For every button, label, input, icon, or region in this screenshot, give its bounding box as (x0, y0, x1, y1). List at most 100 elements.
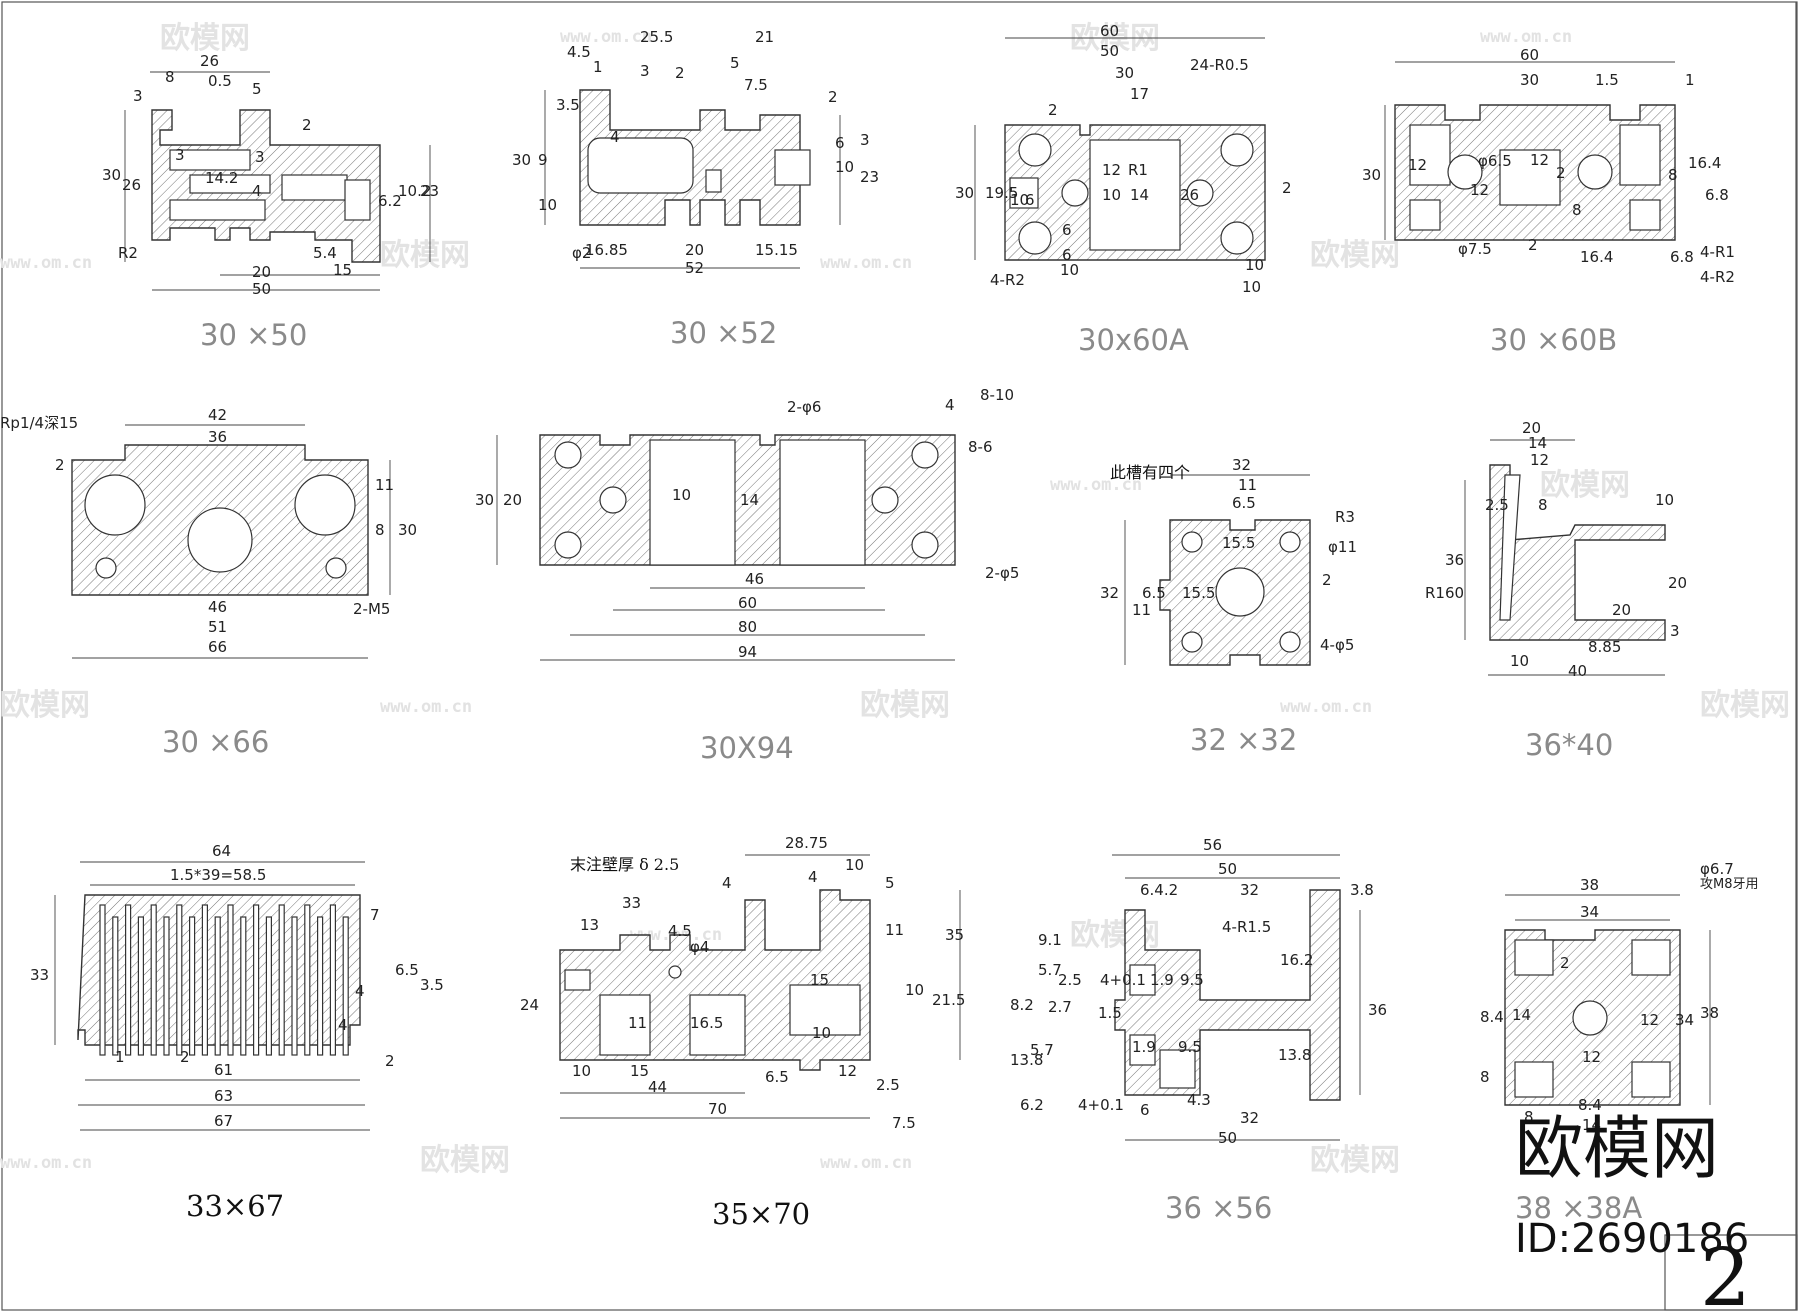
profile-caption: 30X94 (700, 731, 794, 765)
dim-label: 1 (1685, 71, 1695, 89)
dim-label: 20 (1522, 419, 1541, 437)
page-number: 2 (1700, 1231, 1751, 1313)
dim-label: 21.5 (932, 991, 965, 1009)
dim-label: 8 (1668, 166, 1678, 184)
dim-label: 4.5 (668, 922, 692, 940)
profile-bore (1279, 631, 1301, 653)
dim-label: Rp1/4深15 (0, 414, 78, 432)
dim-label: 3 (255, 148, 265, 166)
dim-label: 14 (1528, 434, 1547, 452)
profile-38x38a: φ6.7 攻M8牙用 38 34 2 8.4 14 12 34 38 12 8 … (1480, 860, 1759, 1225)
watermark-url: www.om.cn (380, 697, 472, 717)
profile-36x56: 56 50 6.4.2 32 3.8 4-R1.5 9.1 5.7 2.5 4+… (1010, 836, 1387, 1225)
profile-35x70: 末注壁厚 δ 2.5 28.75 4 4 10 5 33 13 4.5 φ4 1… (520, 834, 965, 1231)
profile-caption: 30 ×60B (1490, 323, 1617, 357)
dim-label: φ11 (1328, 538, 1357, 556)
dim-label: 1.5*39=58.5 (170, 866, 266, 884)
dim-label: 4-R1 (1700, 243, 1735, 261)
dim-label: 13.8 (1010, 1051, 1043, 1069)
fin-slot (99, 904, 106, 1056)
fin-slot (304, 904, 311, 1056)
dim-label: 1.9 (1132, 1038, 1156, 1056)
dim-label: 4-φ5 (1320, 636, 1354, 654)
profile-slot (1514, 939, 1554, 976)
dim-label: 2 (302, 116, 312, 134)
fin-slot (124, 904, 132, 1056)
watermark-text: 欧模网 (0, 688, 90, 723)
title-block-corner (1664, 1234, 1798, 1311)
dim-label: 6.5 (395, 961, 419, 979)
dim-label: 26 (1180, 186, 1199, 204)
dim-label: 2-φ6 (787, 398, 821, 416)
fin-slot (291, 916, 298, 1056)
dim-label: 21 (755, 28, 774, 46)
profile-bore (1186, 179, 1214, 207)
profile-slot (169, 199, 266, 221)
dim-label: 6 (1140, 1101, 1150, 1119)
profile-bore (294, 474, 356, 536)
dim-label: 10 (1010, 191, 1029, 209)
dim-label: 12 (838, 1062, 857, 1080)
dim-label: 2.5 (1485, 496, 1509, 514)
dim-label: 30 (1520, 71, 1539, 89)
dim-label: 60 (738, 594, 757, 612)
dim-label: 16.4 (1580, 248, 1613, 266)
profile-bore (599, 486, 627, 514)
dim-label: 7.5 (892, 1114, 916, 1132)
dim-label: 15.5 (1182, 584, 1215, 602)
profile-bore (1279, 531, 1301, 553)
brand-id: ID:2690186 (1515, 1216, 1749, 1262)
dim-label: 4 (355, 982, 365, 1000)
dim-label: 13.8 (1278, 1046, 1311, 1064)
profile-slot (1619, 124, 1661, 186)
dim-label: φ6.7 (1700, 860, 1734, 878)
profile-caption: 35×70 (712, 1197, 810, 1231)
profile-bore (1220, 221, 1254, 255)
dim-label: 8.2 (1010, 996, 1034, 1014)
watermarks: 欧模网 欧模网 欧模网 欧模网 欧模网 欧模网 欧模网 欧模网 欧模网 欧模网 … (0, 21, 1790, 1178)
dim-label: 32 (1232, 456, 1251, 474)
dim-label: 36 (1368, 1001, 1387, 1019)
dim-label: 5 (730, 54, 740, 72)
dim-label: 30 (1362, 166, 1381, 184)
profile-caption: 30x60A (1078, 323, 1189, 357)
dim-label: 50 (1218, 860, 1237, 878)
dim-label: 8 (1572, 201, 1582, 219)
dim-label: 7 (370, 906, 380, 924)
dim-label: 30 (102, 166, 121, 184)
dim-label: 4.5 (567, 43, 591, 61)
dim-label: 6.5 (1232, 494, 1256, 512)
dim-label: 3.5 (556, 96, 580, 114)
profile-bore (1447, 154, 1483, 190)
dim-label: 15.5 (1222, 534, 1255, 552)
dim-label: 20 (685, 241, 704, 259)
watermark-text: 欧模网 (1310, 1143, 1400, 1178)
dim-label: 4 (945, 396, 955, 414)
profile-bore (554, 531, 582, 559)
watermark-text: 欧模网 (1310, 238, 1400, 273)
dim-label: 6.8 (1705, 186, 1729, 204)
dim-label: 8-10 (980, 386, 1014, 404)
profile-36x40: 20 14 12 2.5 8 10 36 R160 20 20 3 10 8.8… (1425, 419, 1687, 762)
dim-label: 2 (828, 88, 838, 106)
dim-label: 5 (885, 874, 895, 892)
dim-label: 6 (1025, 191, 1035, 209)
dim-label: 8.4 (1578, 1096, 1602, 1114)
profile-bore (911, 531, 939, 559)
profile-caption: 30 ×66 (162, 725, 269, 759)
dim-label: 52 (685, 259, 704, 277)
dim-label: 6.4.2 (1140, 881, 1178, 899)
dim-label: 80 (738, 618, 757, 636)
dim-label: 10 (1060, 261, 1079, 279)
profile-33x67: 64 1.5*39=58.5 7 33 6.5 3.5 4 1 2 4 2 61… (30, 842, 444, 1223)
dim-label: 1.5 (1595, 71, 1619, 89)
dim-label: 4-R2 (990, 271, 1025, 289)
profile-slot (169, 149, 251, 171)
dim-label: 2-M5 (353, 600, 390, 618)
profile-bore (911, 441, 939, 469)
fin-slot (253, 904, 260, 1056)
fin-slot (265, 916, 272, 1056)
profile-slot (1499, 474, 1521, 621)
dim-label: 28.75 (785, 834, 828, 852)
watermark-text: 欧模网 (1540, 468, 1630, 503)
